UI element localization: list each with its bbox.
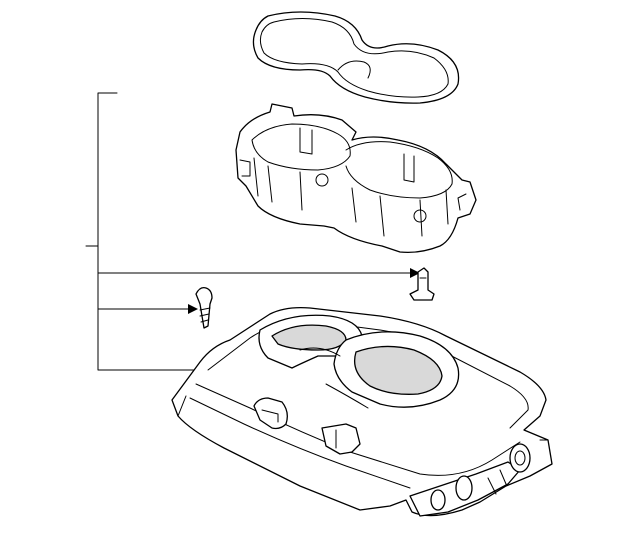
cup-holder-mat	[252, 11, 460, 104]
cup-holder-insert	[235, 103, 477, 254]
arrow-to-clip	[410, 268, 420, 278]
console-base-housing	[171, 306, 553, 517]
arrow-to-screw	[188, 304, 198, 314]
mounting-screw	[195, 286, 213, 329]
retaining-clip	[409, 267, 435, 301]
callout-bracket	[85, 92, 420, 375]
